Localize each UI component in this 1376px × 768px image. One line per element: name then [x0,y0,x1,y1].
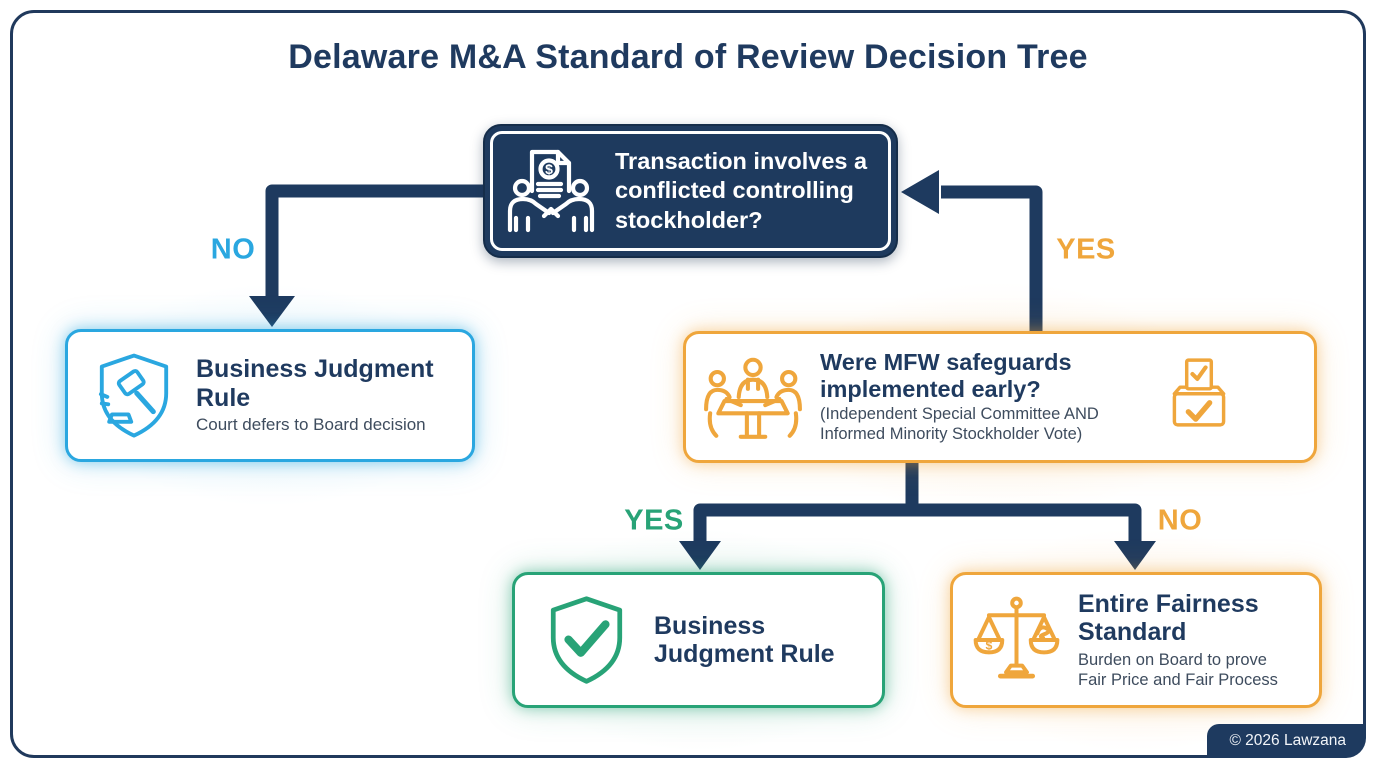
arrowhead-to-bjr-no [249,296,295,327]
edge-label-no-orange: NO [1157,504,1203,537]
root-question-text: Transaction involves a conflicted contro… [615,148,868,233]
node-root-question: $ Transaction involves a conflicted cont… [483,124,898,258]
node-subtitle: Burden on Board to prove Fair Price and … [1078,650,1278,689]
edge-label-yes-green: YES [624,504,684,537]
shield-check-icon [550,595,623,684]
edge-mfw-split-line [693,503,1142,546]
dollar-glyph: $ [986,639,993,653]
scales-of-justice-icon: $ [973,596,1060,679]
arrowhead-to-root [901,170,939,214]
node-title: Were MFW safeguards implemented early? [820,348,1072,402]
edge-label-yes-right: YES [1056,233,1116,266]
committee-meeting-icon [704,357,802,439]
node-title: Business Judgment Rule [196,355,434,412]
node-detail: (Independent Special Committee AND Infor… [820,405,1099,444]
copyright-text: © 2026 Lawzana [1229,732,1346,749]
node-entire-fairness: $ Entire Fairness Standard Burden on Boa… [950,572,1322,708]
node-business-judgment-rule-yes: Business Judgment Rule [512,572,885,708]
node-mfw-question: Were MFW safeguards implemented early? (… [683,331,1317,463]
node-subtitle: Court defers to Board decision [196,415,426,435]
edge-root-yes-line [941,185,1043,331]
node-business-judgment-rule-no: Business Judgment Rule Court defers to B… [65,329,475,462]
dollar-glyph: $ [545,161,553,177]
handshake-deal-icon: $ [507,149,595,233]
node-title: Entire Fairness Standard [1078,589,1259,647]
arrowhead-to-bjr-yes [679,541,721,570]
edge-label-no-left: NO [210,233,256,266]
footer-brand-tab: © 2026 Lawzana [1207,724,1366,758]
shield-gavel-icon [98,353,169,437]
arrowhead-to-entire-fairness [1114,541,1156,570]
ballot-box-icon [1172,358,1226,427]
edge-root-no-line [265,184,483,300]
node-title: Business Judgment Rule [654,611,835,669]
page-title: Delaware M&A Standard of Review Decision… [288,38,1088,76]
